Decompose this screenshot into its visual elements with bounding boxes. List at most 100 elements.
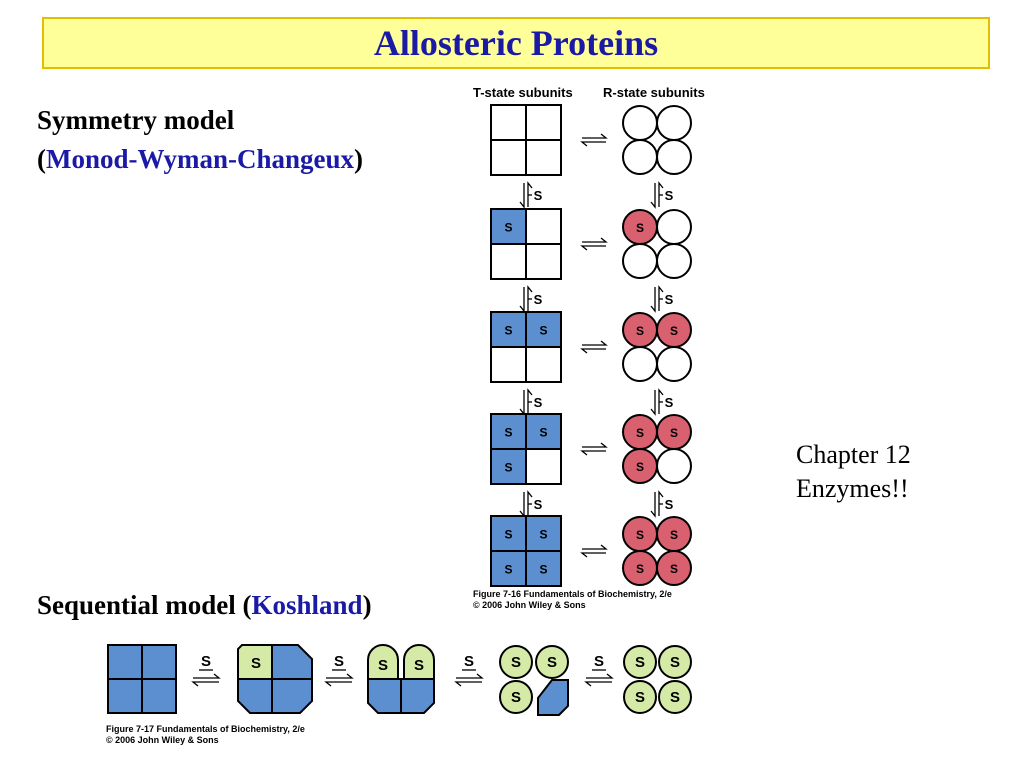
- sequential-paren-close: ): [362, 590, 372, 620]
- koshland-state-4: [623, 645, 692, 714]
- substrate-label: S: [534, 497, 543, 512]
- substrate-label: S: [665, 188, 674, 203]
- t-state-subunit: [525, 243, 562, 280]
- substrate-label: S: [504, 528, 512, 542]
- distorted-subunit: [237, 678, 273, 714]
- t-state-subunit: [525, 208, 562, 245]
- binding-equilibrium-arrows: [650, 181, 664, 209]
- t-state-label: T-state subunits: [473, 85, 573, 100]
- substrate-label: S: [511, 654, 521, 671]
- substrate-label: S: [636, 426, 644, 440]
- symmetry-heading: Symmetry model: [37, 105, 235, 135]
- substrate-label: S: [504, 426, 512, 440]
- t-state-subunit: [490, 448, 527, 485]
- substrate-label: S: [665, 395, 674, 410]
- equilibrium-arrows: [580, 544, 608, 558]
- equilibrium-arrows: [454, 673, 484, 687]
- figure-7-16-caption-copyright: © 2006 John Wiley & Sons: [473, 600, 586, 610]
- figure-7-16-caption-title: Figure 7-16 Fundamentals of Biochemistry…: [473, 589, 672, 599]
- koshland-state-1: [237, 644, 313, 714]
- substrate-label: S: [670, 654, 680, 671]
- substrate-label: S: [534, 292, 543, 307]
- substrate-label: S: [636, 324, 644, 338]
- distorted-subunit: [367, 678, 402, 714]
- koshland-state-2: [367, 644, 435, 714]
- paren-close: ): [354, 144, 364, 174]
- r-state-subunit: [656, 346, 692, 382]
- side-note-enzymes: Enzymes!!: [796, 474, 909, 503]
- t-state-subunit: [490, 104, 527, 141]
- bound-subunit: [658, 680, 692, 714]
- bound-subunit: [623, 645, 657, 679]
- substrate-label: S: [534, 395, 543, 410]
- figure-7-17-caption-title: Figure 7-17 Fundamentals of Biochemistry…: [106, 724, 305, 734]
- symmetry-subtitle: (Monod-Wyman-Changeux): [37, 144, 363, 175]
- r-state-subunit: [622, 105, 658, 141]
- title-bar: Allosteric Proteins: [42, 17, 990, 69]
- bound-subunit: [623, 680, 657, 714]
- r-state-subunit: [622, 139, 658, 175]
- bound-subunit: [403, 644, 435, 680]
- equilibrium-arrows: [324, 673, 354, 687]
- r-state-subunit: [656, 550, 692, 586]
- substrate-label: S: [201, 653, 211, 670]
- distorted-subunit: [271, 644, 313, 680]
- substrate-label: S: [251, 655, 261, 672]
- substrate-label: S: [511, 689, 521, 706]
- t-state-subunit: [525, 346, 562, 383]
- substrate-label: S: [414, 657, 424, 674]
- binding-equilibrium-arrows: [650, 490, 664, 518]
- bound-subunit: [499, 680, 533, 714]
- binding-equilibrium-arrows: [519, 181, 533, 209]
- substrate-label: S: [334, 653, 344, 670]
- paren-open: (: [37, 144, 46, 174]
- t-state-subunit: [525, 311, 562, 348]
- binding-equilibrium-arrows: [519, 285, 533, 313]
- bound-subunit: [367, 644, 399, 680]
- binding-equilibrium-arrows: [650, 285, 664, 313]
- t-state-subunit: [525, 139, 562, 176]
- figure-7-17-caption-copyright: © 2006 John Wiley & Sons: [106, 735, 219, 745]
- r-state-subunit: [656, 105, 692, 141]
- binding-equilibrium-arrows: [519, 388, 533, 416]
- t-state-subunit: [525, 515, 562, 552]
- sequential-model-name: Koshland: [251, 590, 363, 620]
- substrate-label: S: [539, 563, 547, 577]
- binding-equilibrium-arrows: [519, 490, 533, 518]
- substrate-label: S: [665, 292, 674, 307]
- substrate-label: S: [464, 653, 474, 670]
- bound-subunit: [535, 645, 569, 679]
- equilibrium-arrows: [580, 237, 608, 251]
- t-state-subunit: [525, 448, 562, 485]
- substrate-label: S: [665, 497, 674, 512]
- t-state-subunit: [490, 311, 527, 348]
- substrate-label: S: [670, 562, 678, 576]
- side-note-chapter: Chapter 12: [796, 440, 911, 469]
- t-state-subunit: [525, 550, 562, 587]
- t-state-subunit: [490, 243, 527, 280]
- figure-7-16-caption: Figure 7-16 Fundamentals of Biochemistry…: [473, 589, 672, 611]
- symmetry-model-name: Monod-Wyman-Changeux: [46, 144, 355, 174]
- r-state-subunit: [656, 139, 692, 175]
- substrate-label: S: [670, 324, 678, 338]
- t-state-subunit: [490, 139, 527, 176]
- substrate-label: S: [636, 221, 644, 235]
- substrate-label: S: [635, 689, 645, 706]
- r-state-subunit: [622, 346, 658, 382]
- substrate-label: S: [504, 461, 512, 475]
- t-state-subunit: [141, 678, 177, 714]
- equilibrium-arrows: [191, 673, 221, 687]
- substrate-label: S: [636, 460, 644, 474]
- bound-subunit: [499, 645, 533, 679]
- distorted-subunit: [271, 678, 313, 714]
- substrate-label: S: [534, 188, 543, 203]
- substrate-label: S: [504, 221, 512, 235]
- substrate-label: S: [636, 528, 644, 542]
- bound-subunit: [658, 645, 692, 679]
- t-state-subunit: [107, 644, 143, 680]
